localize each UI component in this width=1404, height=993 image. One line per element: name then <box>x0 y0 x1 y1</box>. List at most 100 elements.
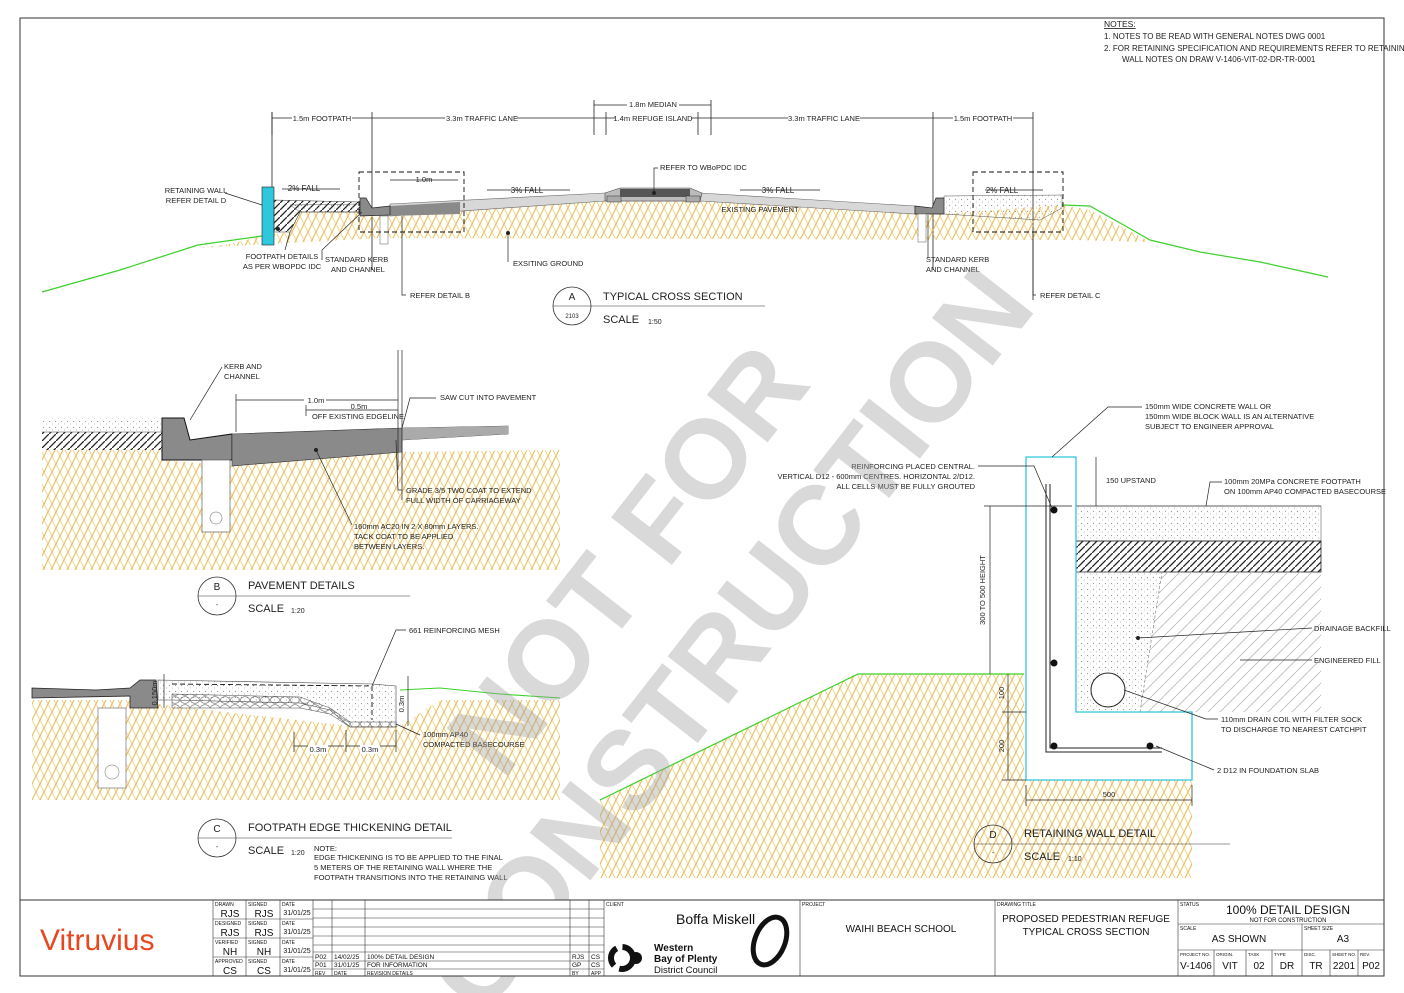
project-name: WAIHI BEACH SCHOOL <box>846 924 957 935</box>
code-value-4: TR <box>1309 961 1322 972</box>
label-b-ac-2: TACK COAT TO BE APPLIED <box>354 532 454 541</box>
label-d-drain: 110mm DRAIN COIL WITH FILTER SOCK <box>1221 715 1362 724</box>
label-fall-right: 2% FALL <box>986 186 1019 195</box>
rev-hdr-details: REVISION DETAILS <box>367 971 413 977</box>
rev-1-details: FOR INFORMATION <box>367 962 428 969</box>
label-c-ap40: 100mm AP40 <box>423 730 468 739</box>
label-existing-pavement: EXISTING PAVEMENT <box>721 205 799 214</box>
tb-role-3: APPROVED <box>215 959 243 965</box>
sheet-size: A3 <box>1337 934 1350 945</box>
section-b-scale-label: SCALE <box>248 603 284 615</box>
label-d-wall: 150mm WIDE CONCRETE WALL OR <box>1145 402 1272 411</box>
section-d-scale: 1:10 <box>1068 856 1082 863</box>
section-c-title: FOOTPATH EDGE THICKENING DETAIL <box>248 822 452 834</box>
section-b-letter: B <box>214 582 221 593</box>
section-c-ref: - <box>216 844 219 851</box>
label-fall-left: 2% FALL <box>288 184 321 193</box>
label-kerb-left: STANDARD KERB <box>325 255 388 264</box>
label-d-500: 500 <box>1103 790 1116 799</box>
label-d-engineered: ENGINEERED FILL <box>1314 656 1381 665</box>
dim-lane-left: 3.3m TRAFFIC LANE <box>446 114 518 123</box>
code-label-5: SHEET NO. <box>1332 952 1356 957</box>
label-existing-ground: EXSITING GROUND <box>513 259 584 268</box>
section-c-footpath-edge: 0.150m 0.3m 0.3m 0.3m 661 REINFORCING ME… <box>31 626 561 882</box>
tb-signed-hdr-3: SIGNED <box>248 959 268 965</box>
rev-1-date: 31/01/25 <box>334 962 360 969</box>
code-value-2: 02 <box>1253 961 1265 972</box>
client-wbop-1: Western <box>654 943 693 954</box>
section-d-ref: - <box>992 850 995 857</box>
label-b-kerb-2: CHANNEL <box>224 372 260 381</box>
section-c-letter: C <box>213 824 220 835</box>
status-label: STATUS <box>1180 902 1200 908</box>
tb-signed-2: NH <box>257 947 271 958</box>
code-value-1: VIT <box>1222 961 1238 972</box>
code-label-0: PROJECT NO. <box>1180 952 1210 957</box>
tb-signed-hdr-0: SIGNED <box>248 902 268 908</box>
tb-date-3: 31/01/25 <box>283 967 310 974</box>
rev-0-app: CS <box>591 954 601 961</box>
label-refer-b: REFER DETAIL B <box>410 291 470 300</box>
rev-0-by: RJS <box>572 954 585 961</box>
label-d-reinf-3: ALL CELLS MUST BE FULLY GROUTED <box>836 482 975 491</box>
section-d-letter: D <box>989 830 996 841</box>
rev-hdr-rev: REV <box>315 971 326 977</box>
company-logo: Vitruvius <box>40 924 155 957</box>
project-label: PROJECT <box>802 902 825 908</box>
label-d-200: 200 <box>997 740 1006 753</box>
section-a-scale: 1:50 <box>648 319 662 326</box>
tb-signed-0: RJS <box>255 909 274 920</box>
label-c-note-2: 5 METERS OF THE RETAINING WALL WHERE THE <box>314 863 492 872</box>
rev-hdr-date: DATE <box>334 971 348 977</box>
label-c-03b: 0.3m <box>362 745 379 754</box>
tb-by-2: NH <box>223 947 237 958</box>
label-d-wall-3: SUBJECT TO ENGINEER APPROVAL <box>1145 422 1274 431</box>
tb-date-hdr-2: DATE <box>282 940 296 946</box>
status-value: 100% DETAIL DESIGN <box>1226 903 1350 917</box>
label-c-ap40-2: COMPACTED BASECOURSE <box>423 740 525 749</box>
section-a-ref: 2103 <box>565 314 579 320</box>
code-value-5: 2201 <box>1333 961 1356 972</box>
tb-scale-label: SCALE <box>1180 926 1197 932</box>
tb-signed-hdr-1: SIGNED <box>248 921 268 927</box>
notes: NOTES: 1. NOTES TO BE READ WITH GENERAL … <box>1104 19 1404 64</box>
tb-scale: AS SHOWN <box>1212 934 1266 945</box>
section-a-letter: A <box>569 292 576 303</box>
label-refer-c: REFER DETAIL C <box>1040 291 1101 300</box>
rev-0-details: 100% DETAIL DESIGN <box>367 954 434 961</box>
status-sub: NOT FOR CONSTRUCTION <box>1250 918 1327 924</box>
section-b-scale: 1:20 <box>291 608 305 615</box>
section-b-ref: - <box>216 602 219 609</box>
tb-date-hdr-0: DATE <box>282 902 296 908</box>
label-b-ac: 160mm AC20 IN 2 X 80mm LAYERS. <box>354 522 479 531</box>
label-c-150: 0.150m <box>150 680 159 705</box>
label-c-note-3: FOOTPATH TRANSITIONS INTO THE RETAINING … <box>314 873 508 882</box>
tb-date-hdr-3: DATE <box>282 959 296 965</box>
tb-signed-3: CS <box>257 966 271 977</box>
label-d-footpath-2: ON 100mm AP40 COMPACTED BASECOURSE <box>1224 487 1386 496</box>
label-c-03a: 0.3m <box>310 745 327 754</box>
label-b-kerb: KERB AND <box>224 362 263 371</box>
tb-signed-1: RJS <box>255 928 274 939</box>
rev-1-by: GP <box>572 962 581 969</box>
label-d-footpath: 100mm 20MPa CONCRETE FOOTPATH <box>1224 477 1361 486</box>
label-footpath-details-ref: AS PER WBOPDC IDC <box>243 262 322 271</box>
section-a-scale-label: SCALE <box>603 314 639 326</box>
note-1: 1. NOTES TO BE READ WITH GENERAL NOTES D… <box>1104 32 1326 41</box>
label-footpath-details: FOOTPATH DETAILS <box>246 252 319 261</box>
label-kerb-right-2: AND CHANNEL <box>926 265 980 274</box>
rev-0-date: 14/02/25 <box>334 954 360 961</box>
label-kerb-left-2: AND CHANNEL <box>331 265 385 274</box>
label-d-upstand: 150 UPSTAND <box>1106 476 1156 485</box>
label-b-saw-cut: SAW CUT INTO PAVEMENT <box>440 393 537 402</box>
label-c-mesh: 661 REINFORCING MESH <box>409 626 500 635</box>
rev-0: P02 <box>315 954 327 961</box>
rev-1-app: CS <box>591 962 601 969</box>
dim-footpath-right: 1.5m FOOTPATH <box>954 114 1012 123</box>
client-boffa: Boffa Miskell <box>676 911 755 927</box>
tb-signed-hdr-2: SIGNED <box>248 940 268 946</box>
label-b-ac-3: BETWEEN LAYERS. <box>354 542 424 551</box>
label-d-reinf: REINFORCING PLACED CENTRAL. <box>851 462 975 471</box>
code-value-0: V-1406 <box>1180 961 1212 972</box>
